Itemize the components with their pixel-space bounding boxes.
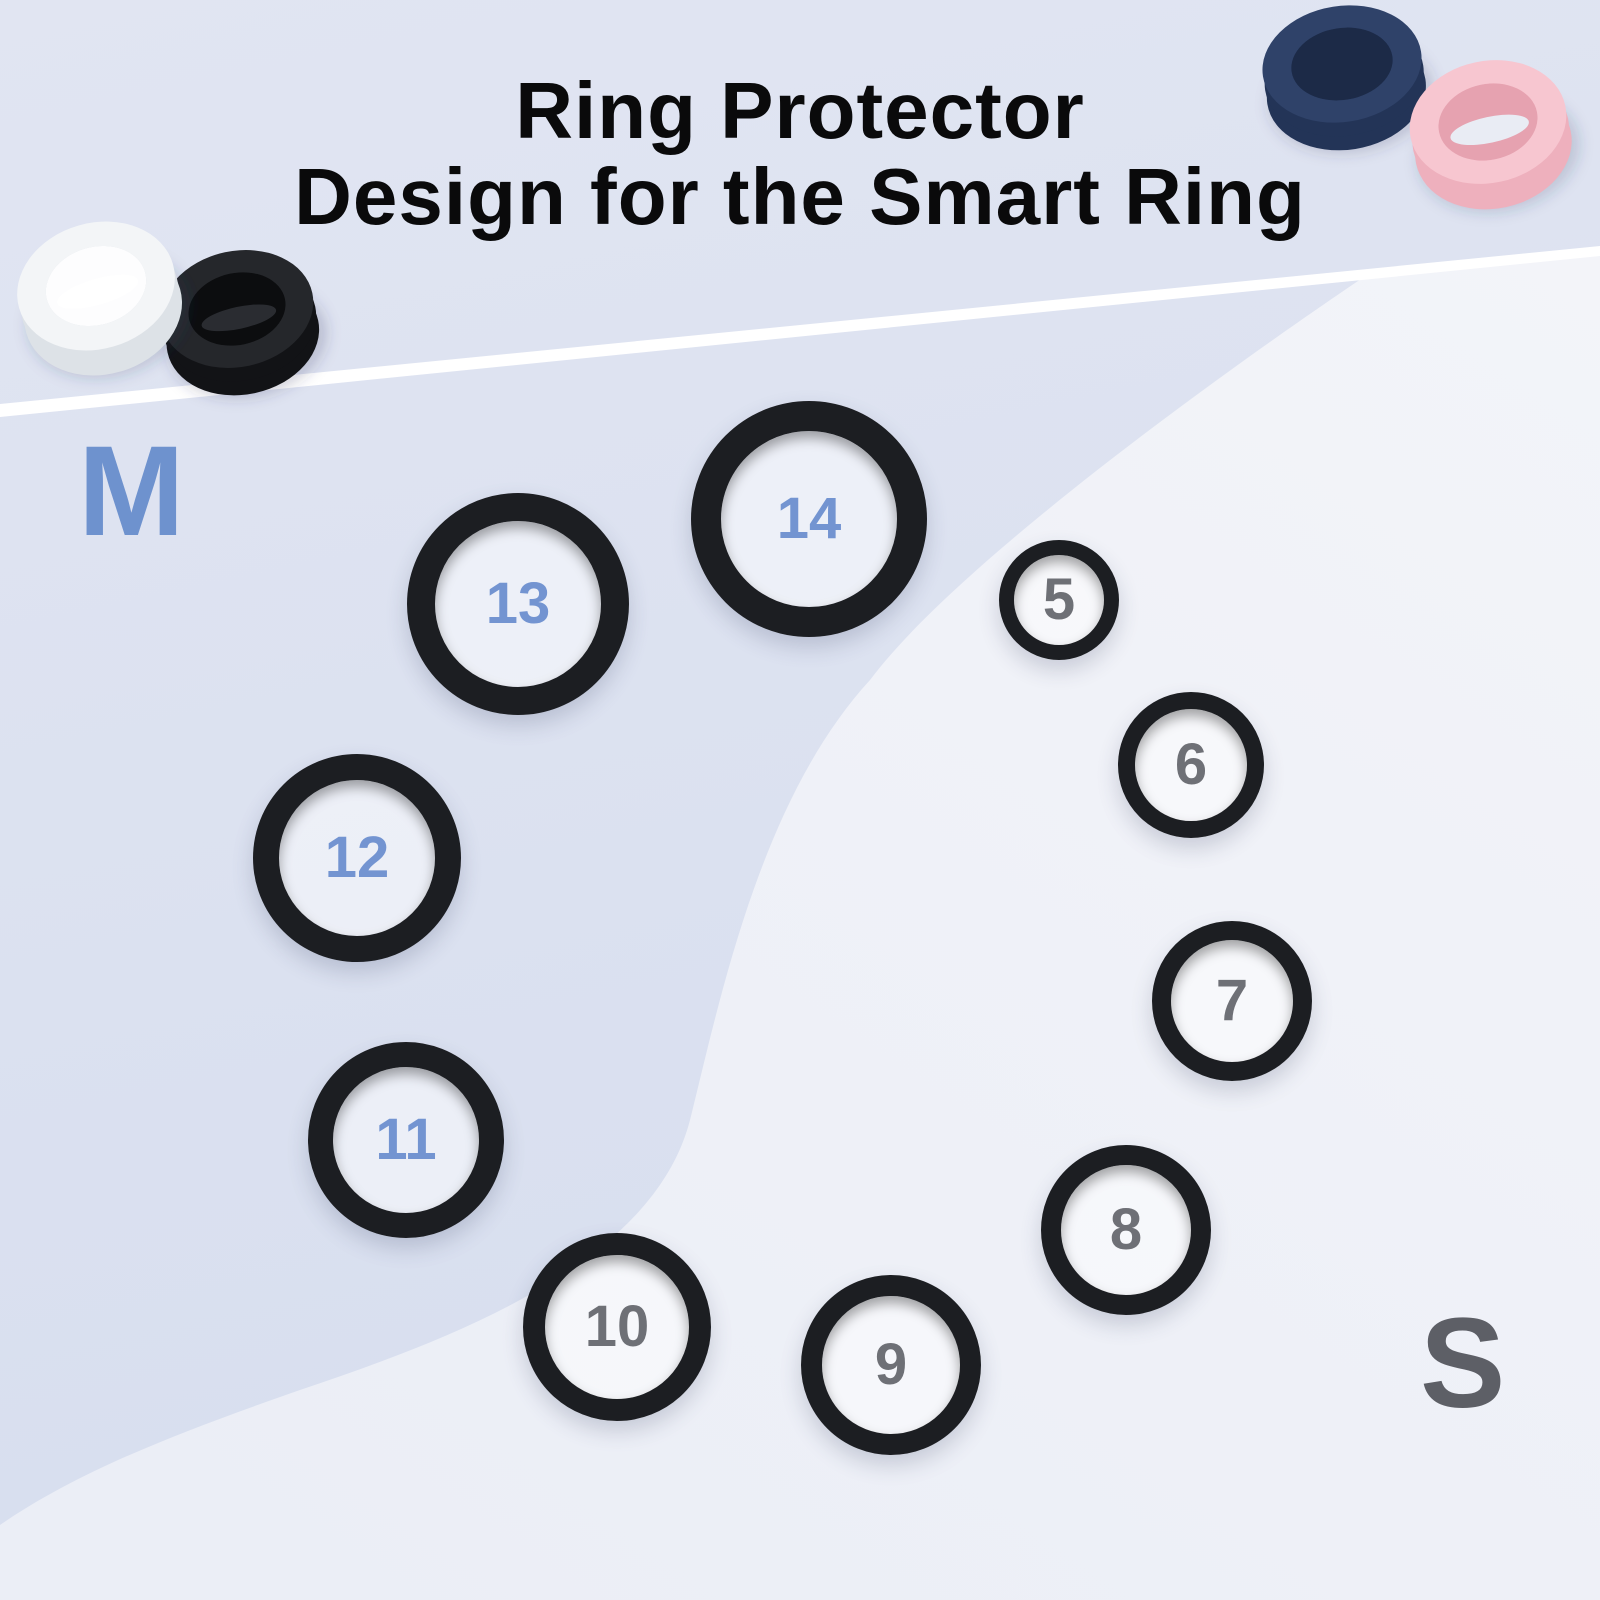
page-title: Ring Protector Design for the Smart Ring bbox=[0, 68, 1600, 239]
size-ring-13: 13 bbox=[407, 493, 629, 715]
size-ring-number: 11 bbox=[375, 1107, 437, 1172]
size-ring-number: 6 bbox=[1174, 732, 1208, 797]
size-ring-number: 5 bbox=[1042, 567, 1076, 632]
size-ring-14: 14 bbox=[691, 401, 927, 637]
size-ring-number: 7 bbox=[1215, 968, 1249, 1033]
ring-hole bbox=[57, 274, 139, 309]
size-ring-number: 8 bbox=[1109, 1197, 1143, 1262]
ring-face bbox=[17, 221, 175, 351]
size-ring-8: 8 bbox=[1041, 1145, 1211, 1315]
size-ring-number: 12 bbox=[324, 825, 390, 890]
ring-inner-wall bbox=[1291, 27, 1393, 101]
navy-ring-photo bbox=[1262, 5, 1434, 154]
ring-face bbox=[1262, 5, 1422, 123]
size-ring-7: 7 bbox=[1152, 921, 1312, 1081]
size-ring-number: 10 bbox=[584, 1294, 650, 1359]
size-ring-6: 6 bbox=[1118, 692, 1264, 838]
black-ring-photo bbox=[160, 250, 328, 399]
size-ring-9: 9 bbox=[801, 1275, 981, 1455]
page-title-line2: Design for the Smart Ring bbox=[294, 151, 1306, 241]
size-ring-number: 9 bbox=[874, 1332, 908, 1397]
size-ring-number: 13 bbox=[485, 571, 551, 636]
ring-hole bbox=[1450, 114, 1529, 146]
medium-size-group-label: M bbox=[78, 420, 185, 563]
ring-face bbox=[160, 250, 314, 368]
diagonal-divider bbox=[0, 246, 1600, 417]
white-ring-photo bbox=[17, 221, 191, 379]
size-ring-5: 5 bbox=[999, 540, 1119, 660]
small-size-group-label: S bbox=[1420, 1292, 1506, 1435]
ring-face bbox=[1409, 60, 1567, 184]
pink-ring-photo bbox=[1409, 60, 1580, 213]
size-ring-10: 10 bbox=[523, 1233, 711, 1421]
page-title-line1: Ring Protector bbox=[515, 66, 1085, 155]
size-ring-number: 14 bbox=[776, 486, 842, 551]
ring-hole bbox=[201, 304, 277, 332]
size-ring-11: 11 bbox=[308, 1042, 504, 1238]
size-ring-12: 12 bbox=[253, 754, 461, 962]
